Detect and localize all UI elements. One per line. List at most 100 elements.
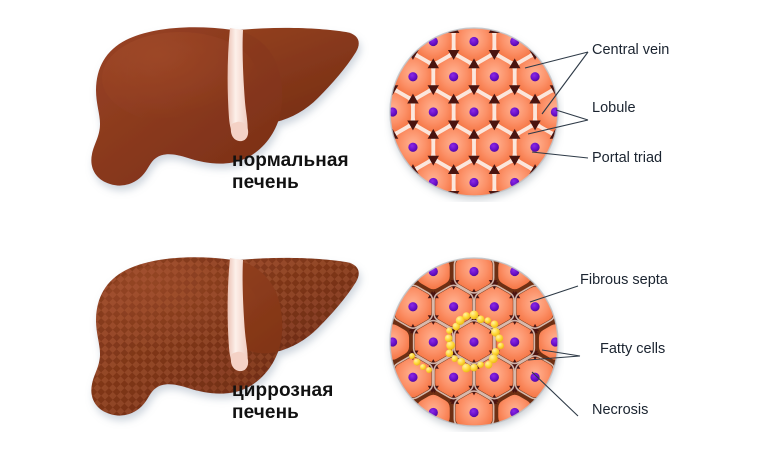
fatty-cell-globule — [451, 355, 458, 362]
fatty-cell-globule — [491, 327, 500, 337]
portal-triad-marker — [449, 52, 458, 60]
portal-triad-marker — [410, 326, 419, 334]
falciform-ligament — [227, 28, 248, 140]
central-vein-dot — [510, 337, 520, 347]
central-vein-dot — [489, 142, 499, 152]
central-vein-dot — [469, 107, 479, 117]
portal-triad-marker — [430, 60, 440, 69]
central-vein-dot — [469, 36, 479, 47]
micrograph-rim-cirrhotic — [389, 257, 559, 427]
portal-triad-marker — [530, 122, 540, 131]
central-vein-dot — [469, 266, 479, 277]
central-vein-dot — [469, 337, 479, 347]
portal-triad-marker — [429, 157, 438, 166]
cirrhotic-ligament-knot — [230, 351, 249, 372]
portal-triad-marker — [470, 60, 480, 69]
leader-fatty-cells-a — [541, 349, 581, 357]
callout-lobule: Lobule — [592, 100, 636, 116]
leader-necrosis — [531, 371, 579, 417]
fibrous-septum-band — [453, 390, 495, 426]
fatty-cell-globule — [446, 340, 456, 350]
central-vein-dot — [408, 72, 418, 82]
micrograph-rim-normal — [389, 27, 559, 197]
leader-portal-triad — [531, 151, 589, 159]
fibrous-septum-band — [433, 355, 475, 400]
callout-fatty-cells: Fatty cells — [600, 341, 666, 357]
portal-triad-marker — [529, 326, 538, 334]
portal-triad-marker — [469, 157, 479, 166]
portal-triad-marker — [430, 131, 440, 139]
central-vein-dot — [408, 302, 418, 312]
normal-liver-micrograph — [389, 27, 559, 197]
central-vein-dot — [510, 107, 520, 117]
portal-triad-marker — [491, 95, 501, 104]
cirrhotic-falciform-ligament — [227, 258, 248, 370]
leader-fatty-cells-b — [527, 355, 581, 361]
central-vein-dot — [530, 142, 540, 152]
leader-central-vein-a — [524, 51, 589, 69]
fatty-cell-globule — [495, 334, 504, 343]
portal-triad-marker — [490, 52, 499, 60]
central-vein-dot — [530, 72, 540, 82]
fatty-cell-globule — [444, 334, 453, 343]
callout-fibrous-septa: Fibrous septa — [580, 272, 668, 288]
portal-triad-marker — [470, 131, 480, 139]
central-vein-dot — [530, 302, 540, 312]
fatty-cell-globule — [420, 364, 426, 370]
central-vein-dot — [469, 407, 479, 418]
central-vein-dot — [489, 372, 499, 382]
central-vein-dot — [530, 372, 540, 382]
central-vein-dot — [428, 337, 438, 347]
fatty-cell-globule — [445, 349, 454, 358]
fatty-cell-globule — [413, 358, 421, 366]
fatty-cell-globule — [484, 361, 493, 369]
normal-liver-caption: нормальная печень — [232, 150, 349, 193]
central-vein-dot — [449, 302, 459, 312]
cirrhotic-sheen — [102, 262, 258, 354]
portal-triad-marker — [429, 87, 438, 96]
central-vein-dot — [489, 302, 499, 312]
portal-triad-marker — [408, 122, 418, 131]
portal-triad-marker — [449, 122, 458, 131]
fatty-cell-globule — [452, 322, 460, 331]
fatty-cell-globule — [426, 367, 432, 373]
liver-sheen — [102, 32, 258, 124]
fatty-cell-globule — [488, 354, 498, 364]
fatty-cell-globule — [455, 316, 465, 325]
fatty-cell-globule — [484, 317, 492, 324]
callout-portal-triad: Portal triad — [592, 150, 663, 166]
fatty-cell-globule — [470, 363, 478, 372]
fatty-cell-globule — [490, 320, 499, 329]
central-vein-dot — [469, 177, 479, 188]
central-vein-dot — [428, 107, 438, 117]
normal-callout-lines — [524, 51, 589, 159]
portal-triad-marker — [491, 166, 501, 175]
fibrous-septum-band — [453, 258, 495, 294]
central-vein-dot — [408, 372, 418, 382]
portal-triad-marker — [490, 122, 499, 131]
central-vein-dot — [408, 142, 418, 152]
fatty-cell-globule — [446, 327, 453, 334]
portal-triad-marker — [510, 87, 519, 96]
portal-triad-marker — [450, 396, 460, 404]
portal-triad-marker — [511, 131, 521, 139]
leader-central-vein-b — [541, 51, 589, 115]
portal-triad-marker — [469, 87, 479, 96]
normal-liver-illustration — [91, 27, 359, 186]
callout-necrosis: Necrosis — [592, 402, 649, 418]
ligament-knot — [230, 121, 249, 142]
portal-triad-marker — [450, 95, 460, 104]
fatty-cell-globule — [477, 361, 484, 368]
fatty-cell-globule — [409, 353, 415, 359]
cirrhotic-liver-illustration — [91, 257, 359, 416]
portal-triad-marker — [531, 95, 541, 104]
fatty-cell-globule — [476, 315, 485, 324]
cirrhotic-liver-micrograph — [389, 257, 559, 427]
central-vein-dot — [489, 72, 499, 82]
portal-triad-marker — [488, 396, 498, 404]
portal-triad-marker — [409, 95, 419, 104]
leader-lobule-a — [555, 109, 589, 121]
callout-central-vein: Central vein — [592, 42, 670, 58]
central-vein-dot — [449, 72, 459, 82]
